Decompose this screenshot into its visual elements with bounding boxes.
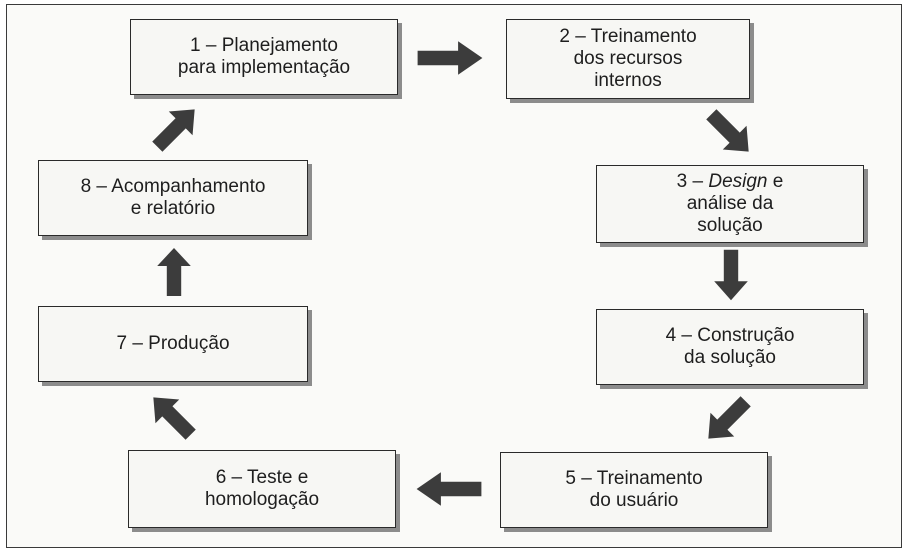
arrow-6-to-7 — [141, 385, 203, 447]
step-3-line-2: análise da — [686, 193, 774, 214]
arrow-4-to-5 — [696, 389, 758, 451]
step-1-box: 1 – Planejamento para implementação — [130, 19, 398, 95]
step-1-line-1: 1 – Planejamento — [190, 35, 338, 56]
step-2-line-2: dos recursos — [573, 48, 683, 69]
step-2-line-1: 2 – Treinamento — [559, 26, 697, 47]
step-4-line-2: da solução — [684, 347, 776, 368]
step-2-line-3: internos — [594, 70, 662, 91]
arrow-1-to-2 — [417, 41, 483, 75]
arrow-5-to-6 — [416, 472, 482, 506]
step-3-line-3: solução — [697, 215, 763, 236]
arrow-2-to-3 — [699, 102, 761, 164]
step-1-line-2: para implementação — [177, 57, 351, 78]
step-8-line-1: 8 – Acompanhamento — [80, 176, 266, 197]
step-3-suffix: e — [767, 171, 784, 192]
step-5-box: 5 – Treinamento do usuário — [500, 452, 768, 528]
step-2-box: 2 – Treinamento dos recursos internos — [506, 19, 750, 99]
step-4-line-1: 4 – Construção — [665, 325, 795, 346]
step-7-box: 7 – Produção — [38, 306, 308, 382]
step-6-line-1: 6 – Teste e — [215, 467, 309, 488]
step-5-line-2: do usuário — [589, 490, 679, 511]
step-4-box: 4 – Construção da solução — [596, 309, 864, 385]
step-6-line-2: homologação — [204, 489, 320, 510]
step-5-line-1: 5 – Treinamento — [565, 468, 703, 489]
step-3-line-1: 3 – Design e — [677, 171, 784, 193]
arrow-7-to-8 — [157, 248, 191, 296]
step-3-box: 3 – Design e análise da solução — [596, 165, 864, 243]
step-6-box: 6 – Teste e homologação — [128, 450, 396, 528]
step-3-prefix: 3 – — [676, 171, 709, 192]
arrow-3-to-4 — [714, 249, 748, 301]
step-7-line-1: 7 – Produção — [116, 333, 230, 354]
arrow-8-to-1 — [145, 97, 207, 159]
step-8-line-2: e relatório — [130, 198, 216, 219]
step-3-design-word: Design — [708, 171, 768, 192]
step-8-box: 8 – Acompanhamento e relatório — [38, 160, 308, 236]
